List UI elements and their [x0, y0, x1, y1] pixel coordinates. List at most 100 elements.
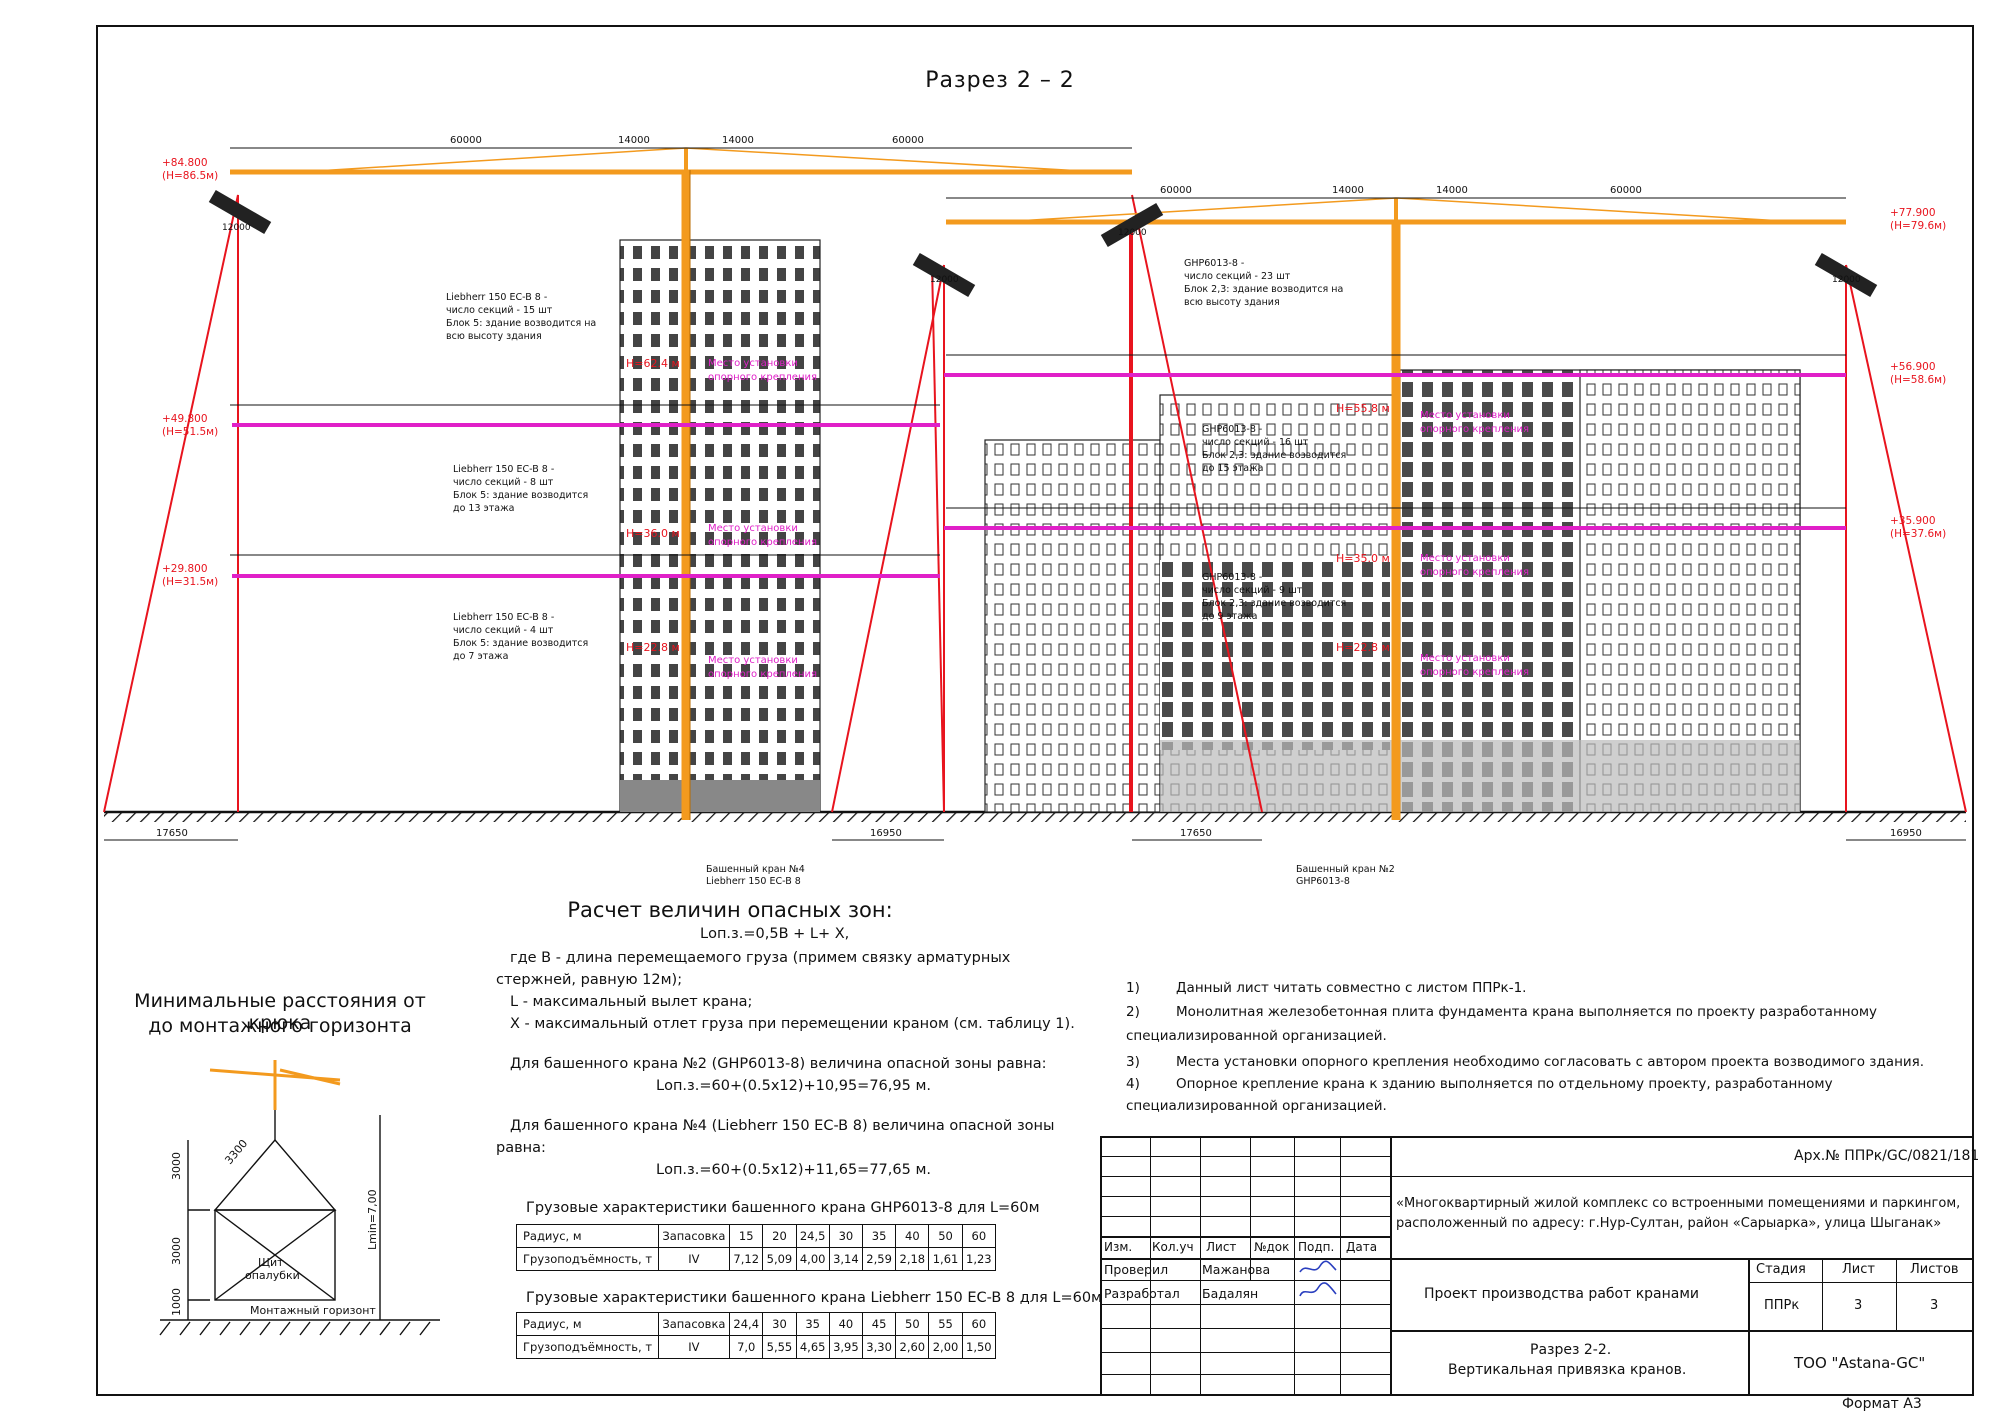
ground-line [104, 810, 1966, 822]
dim-ground-1: 17650 [156, 828, 188, 839]
hook-shield-1: Щит [258, 1256, 284, 1269]
tb-header-date: Дата [1346, 1240, 1378, 1254]
svg-text:до 9 этажа: до 9 этажа [1202, 611, 1257, 622]
svg-text:всю высоту здания: всю высоту здания [1184, 297, 1280, 308]
calc-crane4-formula: Lоп.з.=60+(0.5х12)+11,65=77,65 м. [656, 1162, 931, 1178]
svg-text:опорного крепления: опорного крепления [1420, 424, 1529, 435]
dim-ground-2: 16950 [870, 828, 902, 839]
elev-c4-1-h: (Н=86.5м) [162, 170, 218, 182]
note-2-text: Монолитная железобетонная плита фундамен… [1176, 1004, 1878, 1020]
ground-dimension-labels: 17650 16950 17650 16950 [156, 828, 1922, 839]
svg-text:всю высоту здания: всю высоту здания [446, 331, 542, 342]
svg-text:Место установки: Место установки [1420, 410, 1510, 421]
elev-c2-3-h: (Н=37.6м) [1890, 528, 1946, 540]
crane-captions: Башенный кран №4 Liebherr 150 EC-B 8 Баш… [706, 864, 1395, 887]
danger-zone-crane2 [1129, 194, 1967, 813]
crane2-section-notes: GHP6013-8 - число секций - 23 шт Блок 2,… [1184, 258, 1346, 622]
project-line-2: расположенный по адресу: г.Нур-Султан, р… [1396, 1216, 1942, 1231]
note-1-text: Данный лист читать совместно с листом ПП… [1176, 980, 1527, 996]
svg-text:опорного крепления: опорного крепления [1420, 567, 1529, 578]
sheet-frame [96, 25, 1974, 1396]
svg-text:Блок 2,3: здание возводится: Блок 2,3: здание возводится [1202, 450, 1346, 461]
svg-text:12000: 12000 [1118, 228, 1147, 238]
svg-text:до 13 этажа: до 13 этажа [453, 503, 514, 514]
elev-c2-1-h: (Н=79.6м) [1890, 220, 1946, 232]
calc-crane4-text1: Для башенного крана №4 (Liebherr 150 EC-… [510, 1118, 1055, 1134]
dim-top-8: 60000 [1610, 185, 1642, 196]
danger-zone-crane4 [103, 194, 945, 813]
calc-crane2-formula: Lоп.з.=60+(0.5х12)+10,95=76,95 м. [656, 1078, 931, 1094]
svg-text:Liebherr 150 EC-B 8 -: Liebherr 150 EC-B 8 - [446, 292, 547, 303]
tb-checked-label: Проверил [1104, 1262, 1169, 1277]
note-3-num: 3) [1126, 1054, 1140, 1070]
elev-c2-1: +77.900 [1890, 207, 1936, 219]
svg-text:GHP6013-8 -: GHP6013-8 - [1202, 572, 1262, 583]
top-dimensions [230, 147, 1846, 556]
dim-top-2: 14000 [618, 135, 650, 146]
svg-text:GHP6013-8 -: GHP6013-8 - [1202, 424, 1262, 435]
top-dimension-labels: 60000 14000 14000 60000 60000 14000 1400… [450, 135, 1642, 196]
crane4-caption-1: Башенный кран №4 [706, 864, 805, 875]
anchor-c2-3: Н=22.8 м [1336, 641, 1390, 654]
svg-text:Место установки: Место установки [708, 523, 798, 534]
hook-lmin: Lmin=7,00 [366, 1189, 379, 1250]
svg-text:до 7 этажа: до 7 этажа [453, 651, 508, 662]
svg-text:Liebherr 150 EC-B 8 -: Liebherr 150 EC-B 8 - [453, 464, 554, 475]
calc-crane4-text2: равна: [496, 1140, 546, 1156]
svg-text:до 15 этажа: до 15 этажа [1202, 463, 1263, 474]
dim-top-5: 60000 [1160, 185, 1192, 196]
svg-text:Блок 5: здание возводится: Блок 5: здание возводится [453, 490, 588, 501]
elev-c4-1: +84.800 [162, 157, 208, 169]
sheet-header: Лист [1842, 1262, 1875, 1277]
tb-header-kolich: Кол.уч [1152, 1240, 1194, 1254]
project-line-1: «Многоквартирный жилой комплекс со встро… [1396, 1196, 1961, 1211]
svg-text:GHP6013-8 -: GHP6013-8 - [1184, 258, 1244, 269]
doc-title: Проект производства работ кранами [1424, 1286, 1700, 1302]
section-drawing: 60000 14000 14000 60000 60000 14000 1400… [103, 135, 1967, 887]
svg-text:число секций - 23 шт: число секций - 23 шт [1184, 271, 1291, 282]
calc-heading: Расчет величин опасных зон: [567, 898, 893, 922]
calc-crane2-text: Для башенного крана №2 (GHP6013-8) велич… [510, 1056, 1047, 1072]
crane2-caption-2: GHP6013-8 [1296, 876, 1350, 887]
note-3-text: Места установки опорного крепления необх… [1176, 1054, 1925, 1070]
tb-developed-label: Разработал [1104, 1286, 1180, 1301]
dim-top-1: 60000 [450, 135, 482, 146]
elev-c4-3-h: (Н=31.5м) [162, 576, 218, 588]
elev-c2-2: +56.900 [1890, 361, 1936, 373]
svg-text:Liebherr 150 EC-B 8 -: Liebherr 150 EC-B 8 - [453, 612, 554, 623]
tb-header-ndok: №док [1254, 1240, 1290, 1254]
svg-text:число секций - 16 шт: число секций - 16 шт [1202, 437, 1309, 448]
tb-header-podp: Подп. [1298, 1240, 1335, 1254]
dim-top-7: 14000 [1436, 185, 1468, 196]
sheet-value: 3 [1854, 1298, 1863, 1313]
anchor-c2-2: Н=35.0 м [1336, 552, 1390, 565]
building-block-2-3 [984, 369, 1801, 813]
anchor-c4-2: Н=36.0 м [626, 527, 680, 540]
crane4-caption-2: Liebherr 150 EC-B 8 [706, 876, 801, 887]
hook-dim-1000: 1000 [170, 1288, 183, 1316]
signatures [1299, 1260, 1337, 1297]
boom-markers: 12000 12000 12000 12000 [208, 189, 1878, 298]
tb-developed-name: Бадалян [1202, 1286, 1259, 1301]
note-4-num: 4) [1126, 1076, 1140, 1092]
svg-text:опорного крепления: опорного крепления [708, 372, 817, 383]
hook-dim-3000a: 3000 [170, 1152, 183, 1180]
sheet-format: Формат А3 [1842, 1396, 1922, 1412]
dim-ground-4: 16950 [1890, 828, 1922, 839]
section-title-2: Вертикальная привязка кранов. [1448, 1362, 1687, 1378]
hook-horizon: Монтажный горизонт [250, 1304, 376, 1317]
building-block-5 [619, 239, 821, 813]
hook-shield-2: опалубки [245, 1269, 300, 1282]
calc-line-1: где В - длина перемещаемого груза (приме… [510, 950, 1011, 966]
elev-c4-2: +49.800 [162, 413, 208, 425]
anchor-height-labels: Н=62.4 м Н=36.0 м Н=22.8 м Н=55.8 м Н=35… [626, 357, 1390, 654]
crane4-section-notes: Liebherr 150 EC-B 8 - число секций - 15 … [446, 292, 596, 662]
svg-text:число секций - 15 шт: число секций - 15 шт [446, 305, 553, 316]
calc-line-3: L - максимальный вылет крана; [510, 994, 753, 1010]
calc-line-4: X - максимальный отлет груза при перемещ… [510, 1016, 1075, 1032]
svg-text:Блок 5: здание возводится: Блок 5: здание возводится [453, 638, 588, 649]
